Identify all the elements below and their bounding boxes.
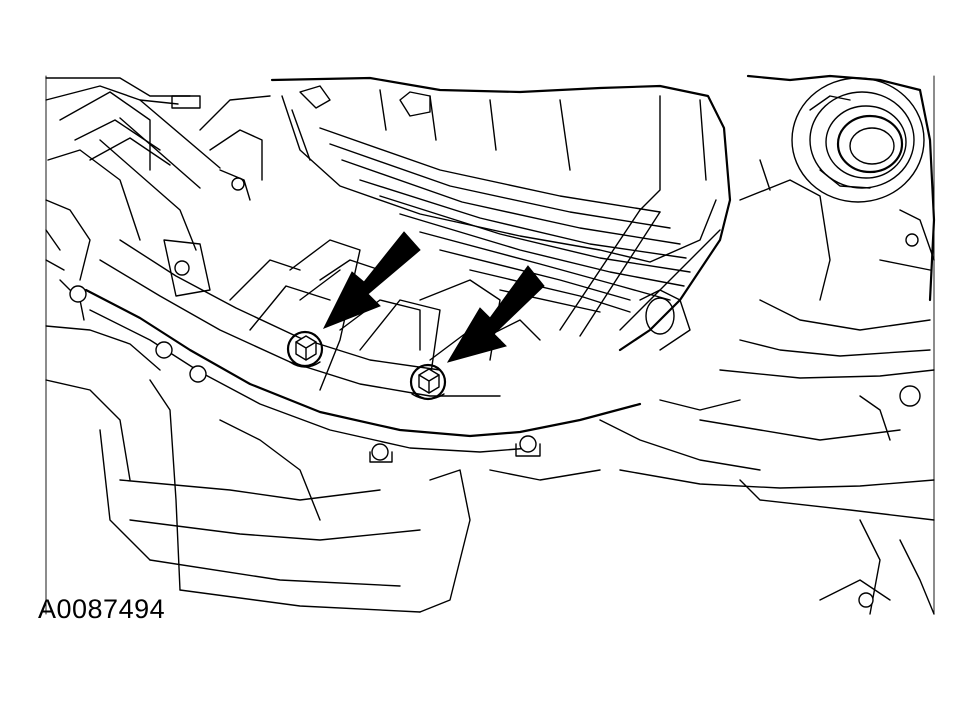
figure-id-label: A0087494 [38,594,166,624]
left-bolt [286,330,324,368]
transmission-pan [270,76,732,352]
arrow-to-left-bolt [322,231,421,329]
upper-left-bracket [45,77,271,321]
lower-structure [45,325,935,615]
illustration-edges [45,75,935,615]
pan-flange [69,239,642,463]
right-bolt [409,363,447,401]
arrow-to-right-bolt [446,265,545,363]
right-case [639,74,936,407]
